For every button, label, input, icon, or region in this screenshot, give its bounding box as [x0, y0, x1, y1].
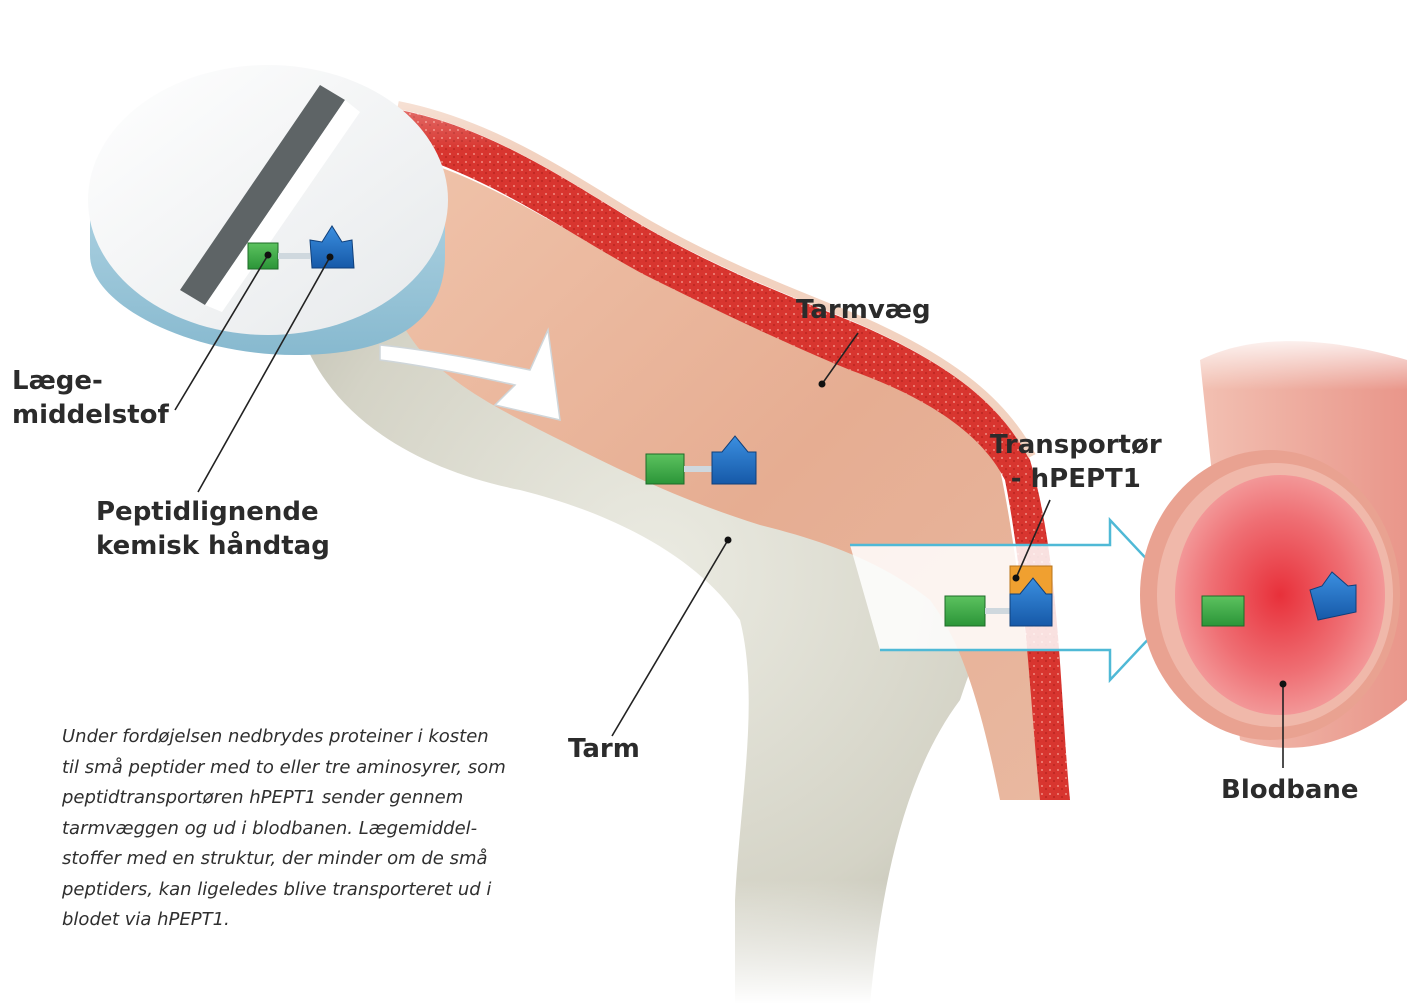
blood-vessel-illustration [1140, 330, 1407, 748]
caption-line-6: peptiders, kan ligeledes blive transport… [62, 875, 522, 906]
label-transportor-line2: - hPEPT1 [990, 462, 1162, 496]
caption-line-5: stoffer med en struktur, der minder om d… [62, 844, 522, 875]
label-peptidlignende: Peptidlignende kemisk håndtag [96, 495, 330, 563]
caption-text: Under fordøjelsen nedbrydes proteiner i … [62, 722, 522, 936]
label-transportor: Transportør - hPEPT1 [990, 428, 1162, 496]
tablet-illustration [88, 65, 448, 355]
label-peptidlignende-line1: Peptidlignende [96, 495, 330, 529]
caption-line-3: peptidtransportøren hPEPT1 sender gennem [62, 783, 522, 814]
label-laegemiddelstof: Læge- middelstof [12, 364, 169, 432]
caption-line-4: tarmvæggen og ud i blodbanen. Lægemiddel… [62, 814, 522, 845]
label-peptidlignende-line2: kemisk håndtag [96, 529, 330, 563]
label-tarm: Tarm [568, 732, 640, 766]
label-transportor-line1: Transportør [990, 428, 1162, 462]
label-blodbane: Blodbane [1221, 773, 1359, 807]
caption-line-2: til små peptider med to eller tre aminos… [62, 753, 522, 784]
label-tarmvaeg: Tarmvæg [796, 293, 931, 327]
label-laegemiddelstof-line1: Læge- [12, 364, 169, 398]
caption-line-1: Under fordøjelsen nedbrydes proteiner i … [62, 722, 522, 753]
caption-line-7: blodet via hPEPT1. [62, 905, 522, 936]
label-laegemiddelstof-line2: middelstof [12, 398, 169, 432]
